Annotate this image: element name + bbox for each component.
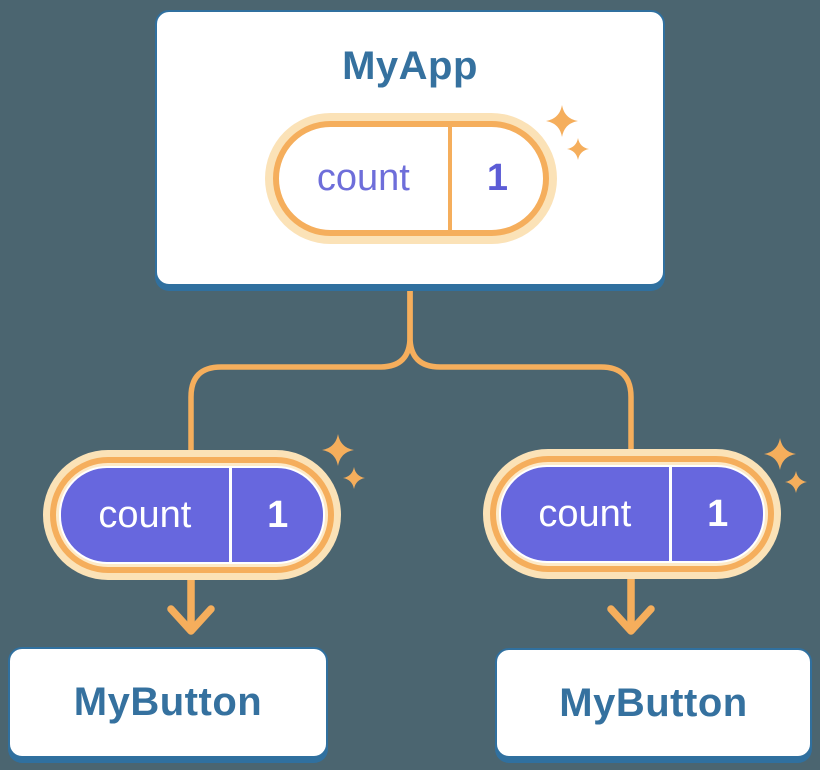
arrow-down-right-icon <box>607 570 655 635</box>
sparkle-icon <box>546 105 589 160</box>
prop-pill-left-value: 1 <box>267 493 289 536</box>
mybutton-node-card-left: MyButton <box>8 647 328 758</box>
pill-divider <box>228 468 233 562</box>
sparkle-icon <box>764 438 807 493</box>
state-pill: count 1 <box>265 113 557 244</box>
state-pill-key: count <box>316 157 410 199</box>
branch-left-line <box>188 279 413 456</box>
branch-right-line <box>407 279 634 456</box>
state-pill-value: 1 <box>486 157 508 199</box>
myapp-node-card: MyApp count 1 <box>155 10 665 286</box>
mybutton-title-left: MyButton <box>73 680 263 724</box>
prop-pill-right: count 1 <box>483 449 781 579</box>
sparkle-icon <box>322 434 365 489</box>
arrow-down-left-icon <box>167 570 215 635</box>
pill-divider <box>668 467 673 561</box>
mybutton-title-right: MyButton <box>559 680 748 725</box>
pill-divider <box>447 127 452 230</box>
mybutton-node-card-right: MyButton <box>495 648 812 758</box>
prop-pill-left: count 1 <box>43 450 341 580</box>
myapp-title: MyApp <box>342 44 478 88</box>
prop-pill-right-key: count <box>538 492 632 535</box>
prop-pill-left-key: count <box>98 493 192 536</box>
prop-pill-right-value: 1 <box>707 492 729 535</box>
